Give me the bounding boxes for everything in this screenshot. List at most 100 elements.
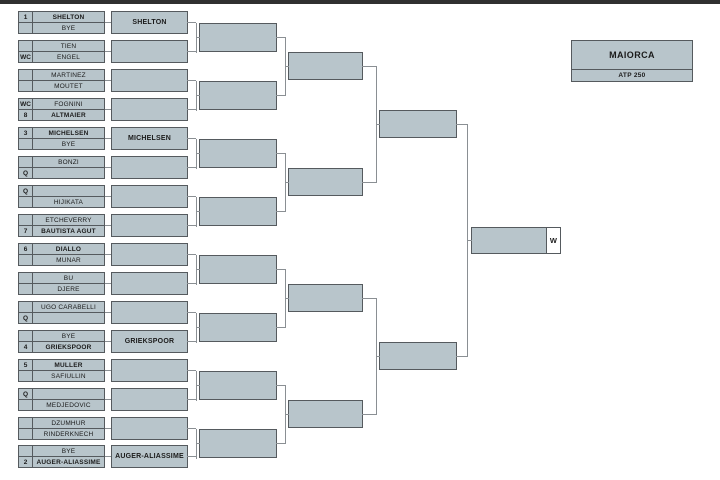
r1-seed-cell — [19, 400, 33, 410]
r1-player-name — [33, 168, 104, 178]
winner-badge: W — [546, 227, 561, 254]
r2-slot — [111, 417, 196, 440]
r2-slot — [111, 156, 196, 179]
connector-vline — [467, 124, 468, 357]
r1-match: BONZI Q — [18, 156, 111, 179]
r1-player-name: ETCHEVERRY — [45, 216, 92, 224]
r1-seed-cell — [19, 81, 33, 91]
r1-match: BYE 4 GRIEKSPOOR — [18, 330, 111, 353]
r1-player-name: RINDERKNECH — [43, 430, 94, 438]
r2-slot — [111, 272, 196, 295]
r1-player-name: BYE — [61, 24, 76, 32]
r1-seed-cell: 4 — [19, 342, 33, 352]
r1-seed-cell — [19, 302, 33, 312]
r1-seed-cell: WC — [19, 99, 33, 109]
r1-match: 3 MICHELSEN BYE — [18, 127, 111, 150]
connector-vline — [196, 428, 197, 459]
r1-player-name: TIEN — [60, 42, 77, 50]
top-bar — [0, 0, 720, 4]
r1-seed-cell — [19, 70, 33, 80]
r2-slot: AUGER-ALIASSIME — [111, 445, 196, 468]
r1-player-name: MOUTET — [54, 82, 83, 90]
r1-seed-cell: 3 — [19, 128, 33, 138]
r1-match: MARTINEZ MOUTET — [18, 69, 111, 92]
r2-slot — [111, 40, 196, 63]
finalist-slot — [376, 342, 467, 370]
r2-slot — [111, 98, 196, 121]
r1-player-name: BAUTISTA AGUT — [41, 227, 96, 235]
r1-player-name: MICHELSEN — [48, 129, 89, 137]
tournament-title: MAIORCA — [571, 40, 693, 70]
r1-seed-cell: 2 — [19, 457, 33, 467]
r1-seed-cell: 8 — [19, 110, 33, 120]
connector-vline — [196, 254, 197, 285]
r2-slot: MICHELSEN — [111, 127, 196, 150]
r1-seed-cell — [19, 139, 33, 149]
r2-slot — [111, 185, 196, 208]
sf-slot — [286, 284, 376, 312]
r1-player-name: DJERE — [57, 285, 80, 293]
r1-player-name: BYE — [61, 332, 76, 340]
r1-player-name: DIALLO — [55, 245, 82, 253]
r1-player-name: DZUMHUR — [51, 419, 86, 427]
r1-seed-cell — [19, 41, 33, 51]
qf-slot — [197, 370, 285, 400]
connector-vline — [376, 66, 377, 183]
connector-vline — [196, 196, 197, 227]
r1-player-name: GRIEKSPOOR — [45, 343, 92, 351]
r1-seed-cell — [19, 429, 33, 439]
r1-seed-cell — [19, 331, 33, 341]
r1-match: BU DJERE — [18, 272, 111, 295]
qf-slot — [197, 80, 285, 110]
r1-match: DZUMHUR RINDERKNECH — [18, 417, 111, 440]
r1-seed-cell: 1 — [19, 12, 33, 22]
r1-player-name: MARTINEZ — [51, 71, 86, 79]
qf-slot — [197, 312, 285, 342]
connector-vline — [376, 298, 377, 415]
r1-player-name: AUGER-ALIASSIME — [36, 458, 101, 466]
r1-seed-cell — [19, 371, 33, 381]
r1-match: Q HIJIKATA — [18, 185, 111, 208]
sf-slot — [286, 52, 376, 80]
tournament-card: MAIORCA ATP 250 — [571, 40, 693, 82]
r1-seed-cell: Q — [19, 313, 33, 323]
r1-seed-cell — [19, 284, 33, 294]
connector-vline — [285, 37, 286, 96]
qf-slot — [197, 196, 285, 226]
connector-vline — [196, 312, 197, 343]
r2-slot: SHELTON — [111, 11, 196, 34]
r1-player-name: MUNAR — [56, 256, 81, 264]
r1-player-name: BONZI — [58, 158, 79, 166]
connector-vline — [285, 269, 286, 328]
qf-slot — [197, 428, 285, 458]
r2-slot: GRIEKSPOOR — [111, 330, 196, 353]
r2-slot — [111, 301, 196, 324]
r1-match: Q MEDJEDOVIC — [18, 388, 111, 411]
connector-vline — [196, 370, 197, 401]
r2-slot — [111, 69, 196, 92]
r1-player-name: MULLER — [54, 361, 83, 369]
connector-vline — [196, 138, 197, 169]
r1-seed-cell — [19, 273, 33, 283]
r1-player-name — [33, 186, 104, 196]
sf-slot — [286, 168, 376, 196]
qf-slot — [197, 138, 285, 168]
r2-slot — [111, 214, 196, 237]
tournament-tier: ATP 250 — [571, 69, 693, 82]
r1-player-name — [33, 313, 104, 323]
r1-player-name: ALTMAIER — [51, 111, 86, 119]
qf-slot — [197, 22, 285, 52]
connector-vline — [285, 385, 286, 444]
connector-vline — [285, 153, 286, 212]
sf-slot — [286, 400, 376, 428]
r2-slot — [111, 359, 196, 382]
r1-player-name: BYE — [61, 140, 76, 148]
r1-seed-cell — [19, 215, 33, 225]
r1-seed-cell: Q — [19, 186, 33, 196]
